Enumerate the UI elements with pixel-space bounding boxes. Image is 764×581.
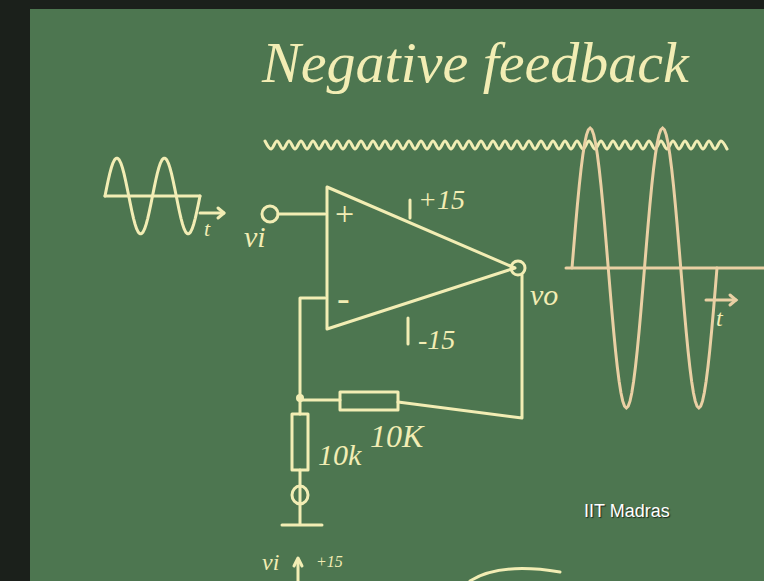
axis-label: t (716, 306, 723, 330)
signal-name: vi (244, 222, 266, 252)
watermark: IIT Madras (584, 502, 670, 520)
supply-label: +15 (316, 554, 343, 570)
arrowhead (294, 558, 302, 566)
resistor-symbol (340, 392, 398, 410)
board-edge (0, 0, 30, 581)
wire (278, 213, 325, 216)
supply-lead (407, 318, 410, 344)
time-axis (706, 299, 736, 302)
supply-lead (409, 200, 412, 218)
signal-name: vo (530, 280, 558, 310)
wire (300, 399, 340, 402)
input-sign: + (335, 197, 354, 231)
axis-label: t (204, 218, 210, 240)
ground-symbol (292, 486, 308, 504)
resistor-value: 10k (318, 440, 361, 470)
board-edge (0, 0, 764, 9)
ground-symbol (282, 524, 322, 527)
partial-curve (470, 569, 560, 581)
wire (299, 470, 302, 524)
junction-dot (296, 394, 304, 402)
title-text: Negative feedback (262, 34, 689, 92)
wire (299, 400, 302, 414)
input-sign: - (337, 279, 350, 317)
signal-name: vi (262, 550, 279, 574)
wire (300, 298, 325, 396)
supply-label: +15 (418, 186, 465, 214)
resistor-value: 10K (370, 420, 423, 452)
axis (566, 267, 764, 270)
supply-label: -15 (418, 326, 455, 354)
wire (398, 275, 522, 418)
arrowhead (730, 295, 736, 305)
arrowhead (218, 208, 224, 218)
input-terminal (262, 206, 278, 222)
output-waveform (572, 128, 717, 408)
input-waveform (105, 158, 200, 234)
resistor-symbol (292, 414, 308, 470)
